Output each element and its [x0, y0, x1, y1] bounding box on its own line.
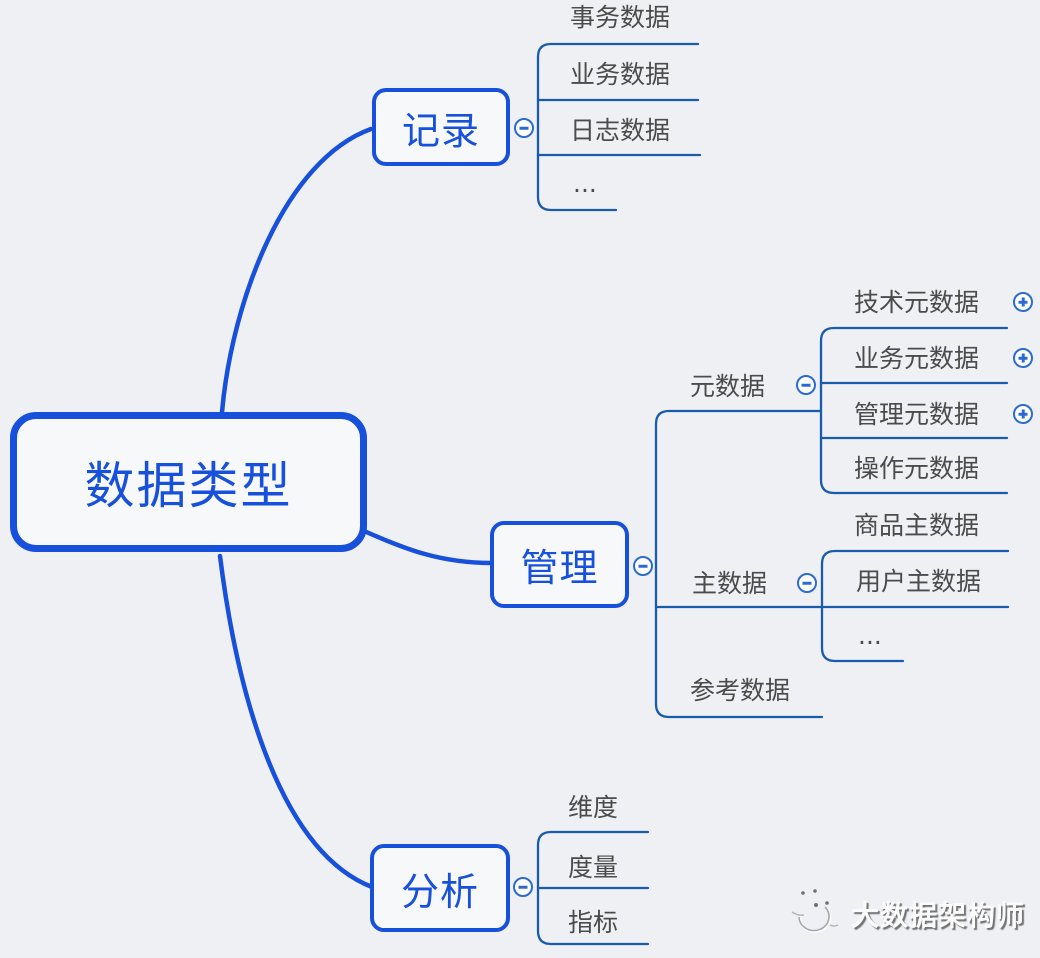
watermark-text: 大数据架构师 [851, 899, 1026, 932]
leaf-topic[interactable]: 管理元数据 [854, 400, 980, 429]
leaf-topic[interactable]: 操作元数据 [854, 454, 980, 483]
leaf-topic[interactable]: 日志数据 [570, 116, 671, 145]
leaf-topic[interactable]: 维度 [568, 793, 619, 822]
collapse-minus-icon-manage[interactable] [633, 556, 653, 576]
leaf-topic[interactable]: 技术元数据 [854, 288, 980, 317]
branch-topic-analysis[interactable]: 分析 [370, 844, 510, 932]
masterdata-children-bracket [820, 549, 1010, 663]
branch-topic-record[interactable]: 记录 [372, 88, 510, 166]
collapse-minus-icon-analysis[interactable] [513, 877, 533, 897]
branch-analysis-label: 分析 [400, 869, 479, 914]
leaf-topic[interactable]: 业务数据 [570, 60, 671, 89]
subtopic-masterdata[interactable]: 主数据 [692, 569, 768, 598]
collapse-minus-icon-masterdata[interactable] [797, 573, 817, 593]
collapse-minus-icon-metadata[interactable] [796, 375, 816, 395]
subtopic-metadata[interactable]: 元数据 [690, 372, 766, 401]
root-topic[interactable]: 数据类型 [10, 412, 367, 552]
subtopic-reference-data[interactable]: 参考数据 [690, 676, 791, 705]
leaf-topic[interactable]: 业务元数据 [854, 344, 980, 373]
manage-children-bracket [654, 409, 824, 719]
expand-plus-icon-tech-metadata[interactable] [1013, 292, 1033, 312]
branch-manage-label: 管理 [520, 546, 599, 590]
collapse-minus-icon-record[interactable] [514, 118, 534, 138]
branch-record-label: 记录 [401, 108, 480, 153]
root-to-manage-curve [361, 528, 495, 566]
leaf-topic[interactable]: 事务数据 [570, 3, 671, 32]
root-to-analysis-curve [217, 553, 375, 890]
leaf-topic[interactable]: 指标 [568, 908, 619, 937]
leaf-topic[interactable]: 用户主数据 [856, 567, 982, 596]
leaf-topic-ellipsis[interactable]: ... [573, 169, 597, 198]
expand-plus-icon-business-metadata[interactable] [1013, 348, 1033, 368]
record-children-bracket [536, 42, 700, 212]
leaf-topic-ellipsis[interactable]: ... [858, 621, 882, 650]
expand-plus-icon-manage-metadata[interactable] [1013, 404, 1033, 424]
root-to-record-curve [219, 126, 374, 415]
bird-sketch-logo-icon [791, 889, 839, 933]
metadata-children-bracket [819, 326, 1009, 495]
leaf-topic[interactable]: 度量 [568, 853, 619, 882]
branch-topic-manage[interactable]: 管理 [490, 521, 629, 608]
leaf-topic[interactable]: 商品主数据 [854, 511, 980, 540]
root-topic-label: 数据类型 [84, 457, 293, 515]
